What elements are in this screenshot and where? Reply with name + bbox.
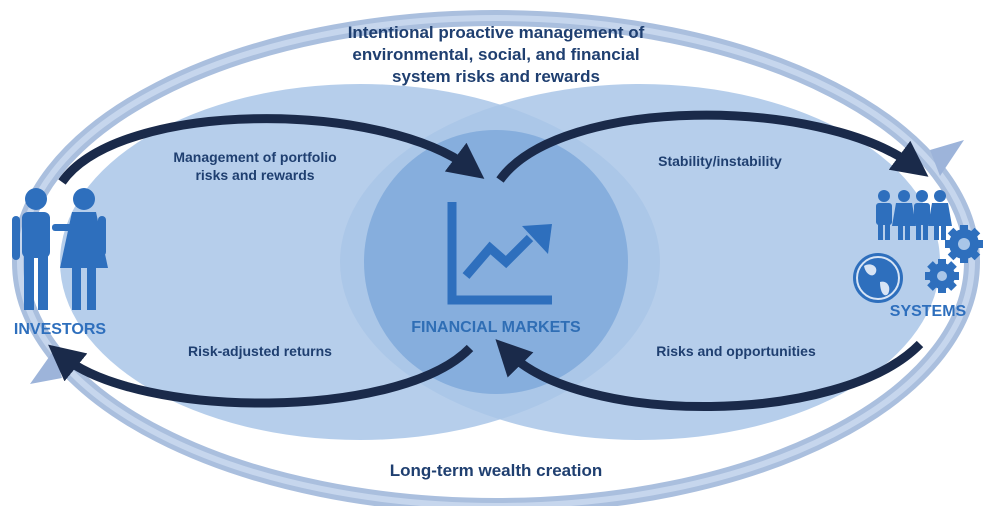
investors-label: INVESTORS bbox=[13, 321, 107, 338]
outer-ring-arrowhead-right bbox=[930, 140, 964, 176]
systems-label: SYSTEMS bbox=[889, 303, 967, 320]
arrow-systems-to-markets bbox=[495, 339, 924, 411]
arrow-markets-to-systems bbox=[496, 110, 929, 183]
arrow-investors-to-markets bbox=[58, 114, 485, 185]
arrow-markets-to-investors bbox=[48, 344, 474, 408]
top-caption: Intentional proactive management of envi… bbox=[310, 22, 682, 88]
flow-label-markets-to-systems: Stability/instability bbox=[658, 153, 782, 169]
flow-label-investors-to-markets-line-1: Management of portfolio bbox=[173, 149, 337, 165]
bottom-caption: Long-term wealth creation bbox=[389, 461, 603, 480]
gear-icon bbox=[925, 225, 983, 293]
financial-markets-label: FINANCIAL MARKETS bbox=[411, 319, 581, 336]
flow-label-investors-to-markets: Management of portfolio risks and reward… bbox=[160, 148, 350, 184]
flow-label-investors-to-markets-line-2: risks and rewards bbox=[195, 167, 315, 184]
growth-chart-icon bbox=[447, 202, 552, 305]
globe-icon bbox=[853, 253, 903, 303]
top-caption-line-3: system risks and rewards bbox=[392, 67, 600, 87]
flow-label-markets-to-investors: Risk-adjusted returns bbox=[188, 343, 332, 359]
group-of-people-icon bbox=[876, 190, 952, 240]
top-caption-line-1: Intentional proactive management of bbox=[347, 23, 645, 42]
people-pair-icon bbox=[12, 188, 108, 310]
flow-label-systems-to-markets: Risks and opportunities bbox=[656, 343, 816, 359]
financial-markets-circle bbox=[364, 130, 628, 394]
top-caption-line-2: environmental, social, and financial bbox=[352, 45, 640, 65]
